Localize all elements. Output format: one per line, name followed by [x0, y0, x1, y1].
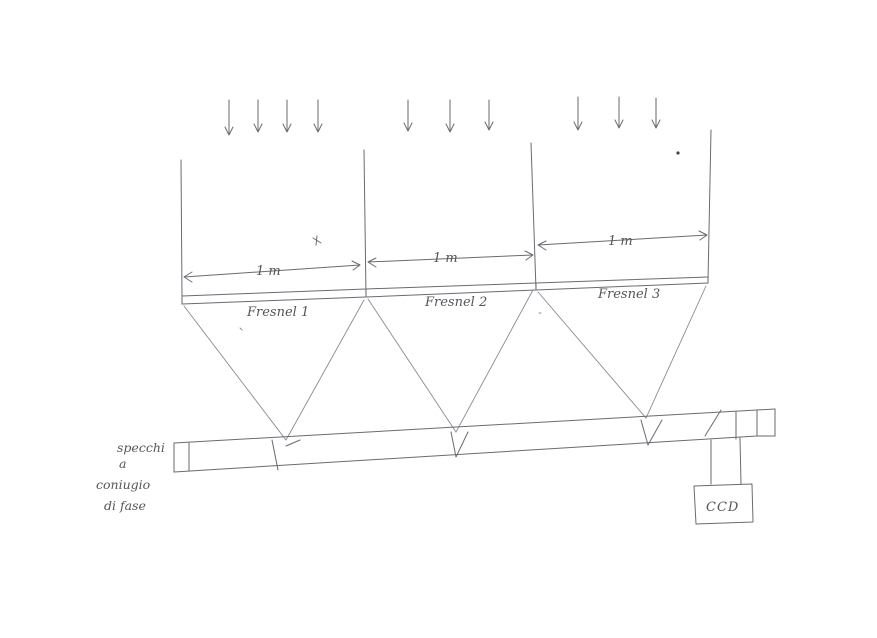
incoming-light-arrows: [224, 96, 661, 136]
detector-connector: [710, 437, 742, 485]
phase-conjugate-mirrors: [271, 409, 737, 471]
mirror: [271, 439, 301, 471]
light-arrow: [403, 99, 413, 132]
ccd-detector: CCD: [693, 483, 754, 525]
lens-label-3: Fresnel 3: [597, 287, 660, 302]
annotation-line: coniugio: [96, 477, 150, 492]
mirror-annotation: specchi a coniugio di fase: [96, 440, 165, 513]
light-arrow: [253, 99, 263, 133]
light-arrow: [224, 99, 234, 136]
mirror: [450, 431, 469, 458]
annotation-line: specchi: [117, 440, 165, 455]
mirror: [640, 419, 663, 446]
dimension-arrow-1: 1 m: [183, 260, 361, 283]
dimension-label: 1 m: [433, 251, 458, 266]
light-arrow: [445, 99, 455, 133]
mirror: [704, 409, 722, 437]
light-arrow: [573, 96, 583, 131]
fresnel-lens-strip: [181, 276, 709, 305]
annotation-line: di fase: [104, 498, 146, 513]
light-arrow: [614, 96, 624, 129]
lens-label-2: Fresnel 2: [424, 295, 487, 310]
light-arrow: [282, 99, 292, 133]
dimension-arrow-3: 1 m: [537, 230, 708, 251]
ccd-label: CCD: [706, 500, 739, 515]
lens-label-1: Fresnel 1: [246, 305, 309, 320]
aperture-walls: [180, 129, 712, 297]
light-pipe: [173, 408, 776, 473]
light-arrow: [484, 99, 494, 131]
dimension-label: 1 m: [608, 234, 633, 249]
dimension-label: 1 m: [256, 264, 281, 279]
light-arrow: [313, 99, 323, 133]
dimension-arrow-2: 1 m: [367, 250, 534, 268]
stray-marks: [239, 151, 680, 331]
light-cones: [183, 285, 707, 441]
annotation-line: a: [119, 456, 126, 471]
light-arrow: [651, 97, 661, 129]
